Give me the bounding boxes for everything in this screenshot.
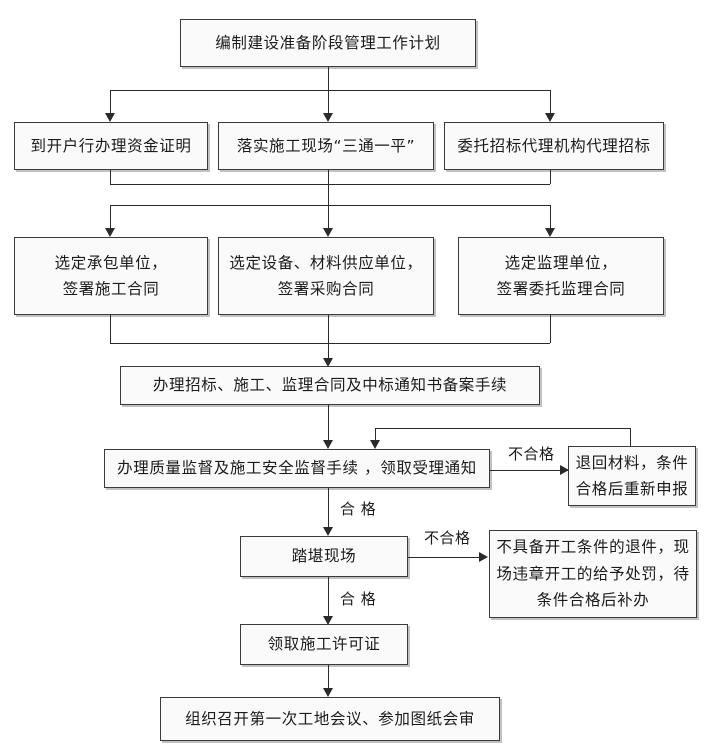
node-supervisor[interactable]: 选定监理单位， 签署委托监理合同 xyxy=(458,237,664,315)
node-contractor-line1: 选定承包单位， xyxy=(54,253,168,272)
edge-label-pass-quality: 合 格 xyxy=(340,500,377,518)
node-survey[interactable]: 踏堪现场 xyxy=(240,536,408,577)
feedback-across xyxy=(375,428,631,429)
branch-left-row2 xyxy=(110,90,111,115)
connector-survey-to-permit xyxy=(328,577,329,619)
drop-tender-agent xyxy=(550,170,551,184)
arrow-into-supplier xyxy=(323,228,333,237)
node-supervisor-line1: 选定监理单位， xyxy=(504,253,618,272)
branch-mid-row2 xyxy=(328,90,329,115)
drop-contractor xyxy=(110,315,111,343)
connector-plan-down xyxy=(328,67,329,91)
branch-mid-row3 xyxy=(328,205,329,230)
node-not-ready-line3: 条件合格后补办 xyxy=(536,591,650,610)
node-permit[interactable]: 领取施工许可证 xyxy=(240,624,408,665)
branch-left-row3 xyxy=(110,205,111,230)
node-contractor[interactable]: 选定承包单位， 签署施工合同 xyxy=(14,237,208,315)
drop-site xyxy=(328,170,329,205)
edge-survey-to-notready xyxy=(408,557,486,558)
node-plan-line1: 编制建设准备阶段管理工作计划 xyxy=(215,33,441,52)
edge-quality-to-return xyxy=(490,470,568,471)
node-fund[interactable]: 到开户行办理资金证明 xyxy=(14,122,208,170)
arrow-into-survey xyxy=(323,527,333,536)
bus-row2-collect xyxy=(110,184,550,185)
node-return-material-line2: 合格后重新申报 xyxy=(575,480,689,498)
node-supplier[interactable]: 选定设备、材料供应单位， 签署采购合同 xyxy=(218,237,434,315)
edge-label-fail-survey: 不合格 xyxy=(424,529,471,547)
edge-label-fail-quality: 不合格 xyxy=(508,445,555,463)
connector-record-to-quality xyxy=(328,405,329,443)
node-not-ready-line2: 场违章开工的给予处罚，待 xyxy=(496,564,690,583)
arrow-into-return-material xyxy=(560,465,569,475)
node-record-line1: 办理招标、施工、监理合同及中标通知书备案手续 xyxy=(152,376,508,395)
arrow-feedback-into-quality xyxy=(370,440,380,449)
bus-row3-collect xyxy=(110,343,550,344)
node-tender-agent[interactable]: 委托招标代理机构代理招标 xyxy=(444,122,664,170)
node-fund-line1: 到开户行办理资金证明 xyxy=(30,136,192,155)
arrow-into-supervisor xyxy=(545,228,555,237)
branch-right-row2 xyxy=(550,90,551,115)
arrow-into-contractor xyxy=(105,228,115,237)
drop-supervisor xyxy=(550,315,551,343)
arrow-into-quality xyxy=(323,440,333,449)
node-permit-line1: 领取施工许可证 xyxy=(267,635,381,654)
node-return-material[interactable]: 退回材料，条件 合格后重新申报 xyxy=(568,446,696,506)
bus-row2-to-row3 xyxy=(110,205,550,206)
feedback-down-to-quality xyxy=(375,428,376,442)
node-record[interactable]: 办理招标、施工、监理合同及中标通知书备案手续 xyxy=(120,366,540,405)
node-supplier-line2: 签署采购合同 xyxy=(277,280,375,298)
node-not-ready[interactable]: 不具备开工条件的退件，现 场违章开工的给予处罚，待 条件合格后补办 xyxy=(489,530,697,618)
node-site-line1: 落实施工现场“三通一平” xyxy=(236,136,416,155)
node-not-ready-line1: 不具备开工条件的退件，现 xyxy=(496,538,690,557)
arrow-into-tender-agent xyxy=(545,113,555,122)
node-survey-line1: 踏堪现场 xyxy=(291,547,357,566)
arrow-into-not-ready xyxy=(479,552,488,562)
node-meeting-line1: 组织召开第一次工地会议、参加图纸会审 xyxy=(185,709,475,728)
arrow-into-meeting xyxy=(323,688,333,697)
node-contractor-line2: 签署施工合同 xyxy=(62,280,160,298)
connector-quality-to-survey xyxy=(328,488,329,530)
drop-supplier xyxy=(328,315,329,363)
arrow-into-record xyxy=(323,358,333,367)
node-site[interactable]: 落实施工现场“三通一平” xyxy=(218,122,434,170)
arrow-into-permit xyxy=(323,616,333,625)
node-quality[interactable]: 办理质量监督及施工安全监督手续 ，领取受理通知 xyxy=(104,449,490,488)
node-supervisor-line2: 签署委托监理合同 xyxy=(496,280,626,298)
drop-fund xyxy=(110,170,111,184)
node-quality-line1: 办理质量监督及施工安全监督手续 ，领取受理通知 xyxy=(117,459,477,478)
arrow-into-fund xyxy=(105,113,115,122)
feedback-up-from-return xyxy=(630,428,631,446)
node-plan[interactable]: 编制建设准备阶段管理工作计划 xyxy=(180,19,476,67)
edge-label-pass-survey: 合 格 xyxy=(340,590,377,608)
node-meeting[interactable]: 组织召开第一次工地会议、参加图纸会审 xyxy=(160,697,500,741)
node-tender-agent-line1: 委托招标代理机构代理招标 xyxy=(457,136,651,155)
connector-permit-to-meeting xyxy=(328,665,329,691)
bus-row1-to-row2 xyxy=(110,90,550,91)
arrow-into-site xyxy=(323,113,333,122)
node-supplier-line1: 选定设备、材料供应单位， xyxy=(229,253,423,272)
branch-right-row3 xyxy=(550,205,551,230)
node-return-material-line1: 退回材料，条件 xyxy=(575,453,689,472)
